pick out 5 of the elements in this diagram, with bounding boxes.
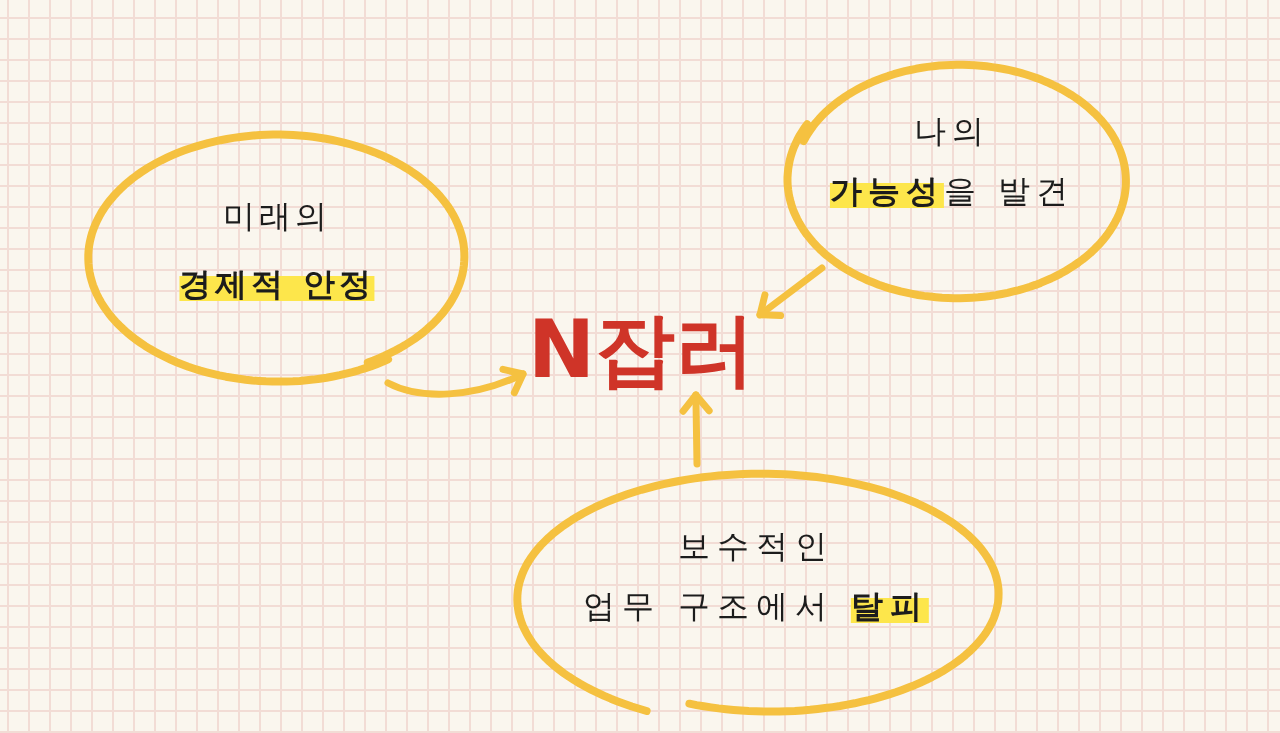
keyword-text: N잡러: [528, 310, 755, 390]
note-text: 나의 가능성을 발견: [829, 111, 1075, 212]
note-text: 보수적인 업무 구조에서 탈피: [582, 526, 930, 627]
arrow: [679, 391, 713, 468]
note-text: 미래의 경제적 안정: [179, 196, 375, 305]
